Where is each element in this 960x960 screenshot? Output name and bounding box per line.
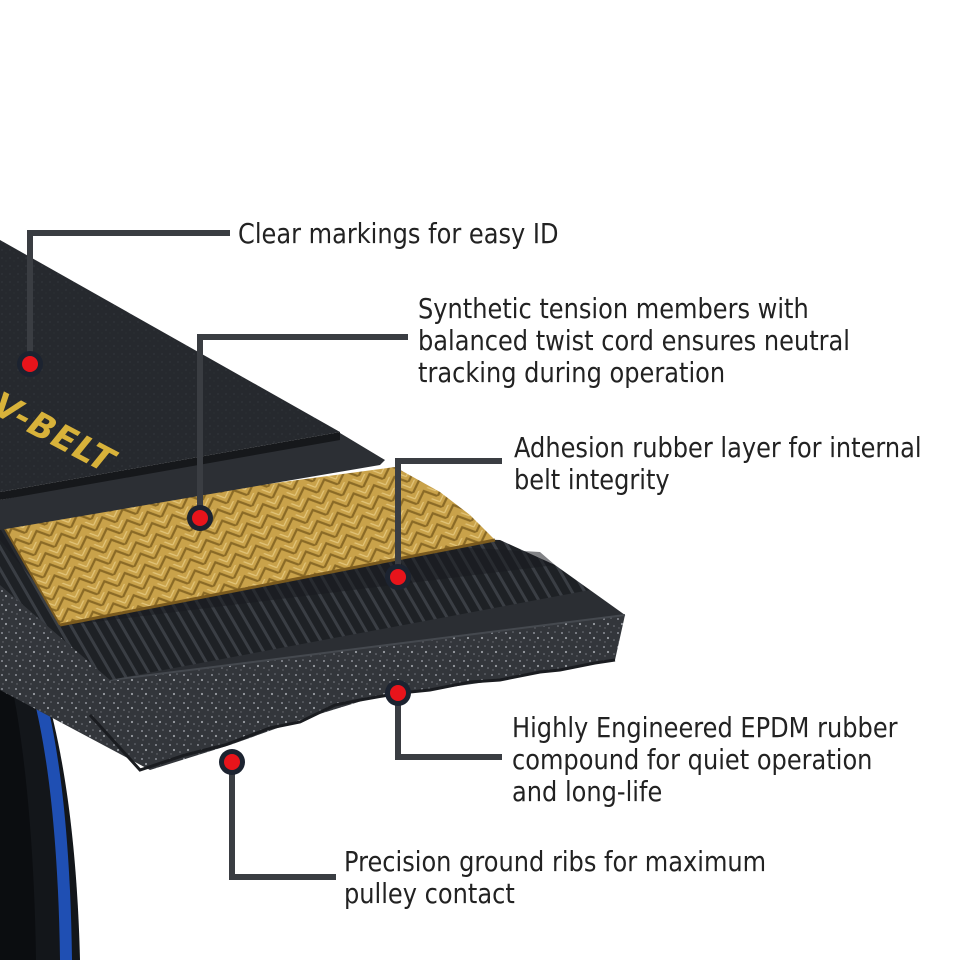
leader-lines: [27, 230, 502, 880]
callout-line: Clear markings for easy ID: [238, 217, 559, 250]
callout-adhesion-layer: Adhesion rubber layer for internal belt …: [514, 432, 922, 496]
callout-line: compound for quiet operation: [512, 743, 873, 776]
leader-line-tension: [197, 334, 408, 518]
leader-line-markings: [27, 230, 230, 364]
callout-precision-ribs: Precision ground ribs for maximum pulley…: [344, 846, 766, 910]
leader-line-epdm: [395, 693, 502, 760]
marker-tension: [187, 505, 213, 531]
callout-line: and long-life: [512, 775, 663, 808]
callout-epdm-compound: Highly Engineered EPDM rubber compound f…: [512, 712, 898, 808]
leader-line-adhesion: [395, 458, 502, 577]
callout-line: belt integrity: [514, 463, 670, 496]
marker-markings: [17, 351, 43, 377]
markers: [17, 351, 411, 775]
callout-line: pulley contact: [344, 877, 515, 910]
leader-line-ribs: [229, 762, 336, 880]
callout-line: Adhesion rubber layer for internal: [514, 431, 922, 464]
top-jacket: V-BELT: [0, 240, 340, 500]
callout-line: balanced twist cord ensures neutral: [418, 324, 851, 357]
marker-epdm: [385, 680, 411, 706]
compression-layer: [0, 433, 385, 530]
callout-line: tracking during operation: [418, 356, 726, 389]
callout-line: Synthetic tension members with: [418, 292, 809, 325]
callout-clear-markings: Clear markings for easy ID: [238, 218, 559, 250]
marker-ribs: [219, 749, 245, 775]
callout-tension-members: Synthetic tension members with balanced …: [418, 293, 850, 389]
callout-line: Precision ground ribs for maximum: [344, 845, 767, 878]
callout-line: Highly Engineered EPDM rubber: [512, 711, 898, 744]
marker-adhesion: [385, 564, 411, 590]
